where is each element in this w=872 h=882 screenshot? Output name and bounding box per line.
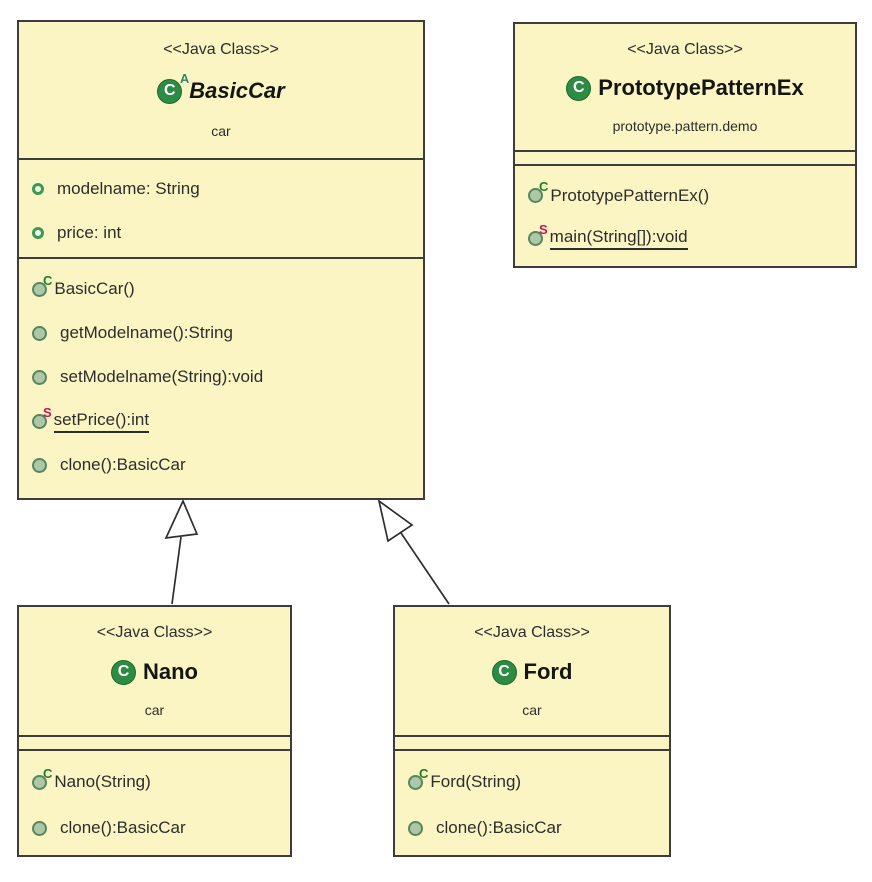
method-icon — [408, 774, 423, 790]
abstract-class-icon: C A — [157, 72, 189, 104]
stereotype-label: <<Java Class>> — [474, 624, 590, 641]
field-icon — [32, 183, 44, 195]
class-header: <<Java Class>> C Ford car — [395, 607, 669, 735]
method-icon — [32, 413, 47, 429]
method-row: setModelname(String):void — [19, 355, 423, 399]
class-name: Nano — [143, 659, 198, 684]
attributes-compartment-empty — [19, 735, 290, 749]
attribute-row: modelname: String — [19, 167, 423, 211]
class-box-basiccar: <<Java Class>> C A BasicCar car modelnam… — [17, 20, 425, 500]
method-label: Ford(String) — [430, 772, 522, 791]
attributes-compartment-empty — [515, 150, 855, 164]
inheritance-arrow-nano-to-basiccar — [164, 498, 199, 605]
method-row: clone():BasicCar — [19, 443, 423, 487]
attribute-label: price: int — [57, 223, 122, 242]
field-icon — [32, 227, 44, 239]
method-row: C Nano(String) — [19, 759, 290, 805]
class-header: <<Java Class>> C Nano car — [19, 607, 290, 735]
method-icon — [32, 820, 47, 836]
static-badge: S — [43, 404, 52, 420]
constructor-badge: C — [539, 179, 549, 194]
method-row: clone():BasicCar — [395, 805, 669, 851]
class-header: <<Java Class>> C PrototypePatternEx prot… — [515, 24, 855, 150]
methods-compartment: C Nano(String) clone():BasicCar — [19, 749, 290, 855]
method-icon — [32, 325, 47, 341]
class-box-nano: <<Java Class>> C Nano car C Nano(String)… — [17, 605, 292, 857]
method-label: getModelname():String — [60, 323, 233, 342]
method-label: BasicCar() — [54, 279, 135, 298]
class-name-row: C Nano — [111, 659, 198, 685]
package-label: car — [211, 123, 231, 139]
methods-compartment: C Ford(String) clone():BasicCar — [395, 749, 669, 855]
class-header: <<Java Class>> C A BasicCar car — [19, 22, 423, 158]
class-icon: C — [111, 659, 136, 685]
method-icon — [528, 188, 543, 203]
class-icon: C — [566, 75, 592, 101]
constructor-badge: C — [43, 765, 53, 781]
methods-compartment: C BasicCar() getModelname():String setMo… — [19, 257, 423, 498]
method-label: PrototypePatternEx() — [550, 185, 710, 205]
class-name-row: C A BasicCar — [157, 72, 285, 104]
method-label: clone():BasicCar — [436, 818, 562, 837]
stereotype-label: <<Java Class>> — [627, 40, 743, 58]
constructor-badge: C — [419, 765, 429, 781]
abstract-badge: A — [179, 70, 190, 86]
method-icon — [32, 774, 47, 790]
method-icon — [408, 820, 423, 836]
class-name: BasicCar — [189, 78, 285, 103]
static-badge: S — [539, 222, 548, 237]
method-row: C PrototypePatternEx() — [515, 174, 855, 217]
method-row: S main(String[]):void — [515, 217, 855, 260]
methods-compartment: C PrototypePatternEx() S main(String[]):… — [515, 164, 855, 266]
attribute-row: price: int — [19, 211, 423, 255]
class-name-row: C PrototypePatternEx — [566, 75, 804, 101]
class-name: Ford — [523, 659, 573, 684]
method-icon — [528, 231, 543, 246]
method-icon — [32, 457, 47, 473]
class-icon-letter: C — [498, 663, 510, 680]
method-label: clone():BasicCar — [60, 455, 186, 474]
class-icon: C — [491, 659, 517, 685]
class-icon-letter: C — [117, 663, 130, 680]
method-row: C Ford(String) — [395, 759, 669, 805]
attributes-compartment-empty — [395, 735, 669, 749]
attributes-compartment: modelname: String price: int — [19, 158, 423, 257]
package-label: car — [144, 702, 165, 718]
class-box-ford: <<Java Class>> C Ford car C Ford(String)… — [393, 605, 671, 857]
method-label: setModelname(String):void — [60, 367, 264, 386]
stereotype-label: <<Java Class>> — [96, 624, 213, 641]
inheritance-arrow-ford-to-basiccar — [377, 498, 450, 605]
method-label: main(String[]):void — [549, 227, 688, 250]
class-name-row: C Ford — [491, 659, 573, 685]
method-icon — [32, 281, 47, 297]
class-name: PrototypePatternEx — [598, 75, 804, 100]
method-icon — [32, 369, 47, 385]
package-label: prototype.pattern.demo — [612, 117, 758, 134]
class-box-prototypepatternex: <<Java Class>> C PrototypePatternEx prot… — [513, 22, 857, 268]
class-icon-letter: C — [573, 79, 585, 96]
attribute-label: modelname: String — [57, 179, 200, 198]
stereotype-label: <<Java Class>> — [163, 41, 279, 58]
method-row: clone():BasicCar — [19, 805, 290, 851]
method-row: S setPrice():int — [19, 399, 423, 443]
method-row: C BasicCar() — [19, 267, 423, 311]
method-label: setPrice():int — [53, 410, 150, 433]
method-label: clone():BasicCar — [60, 818, 186, 837]
package-label: car — [522, 702, 542, 718]
method-label: Nano(String) — [54, 772, 151, 791]
class-icon-letter: C — [164, 82, 176, 99]
method-row: getModelname():String — [19, 311, 423, 355]
constructor-badge: C — [43, 272, 53, 288]
